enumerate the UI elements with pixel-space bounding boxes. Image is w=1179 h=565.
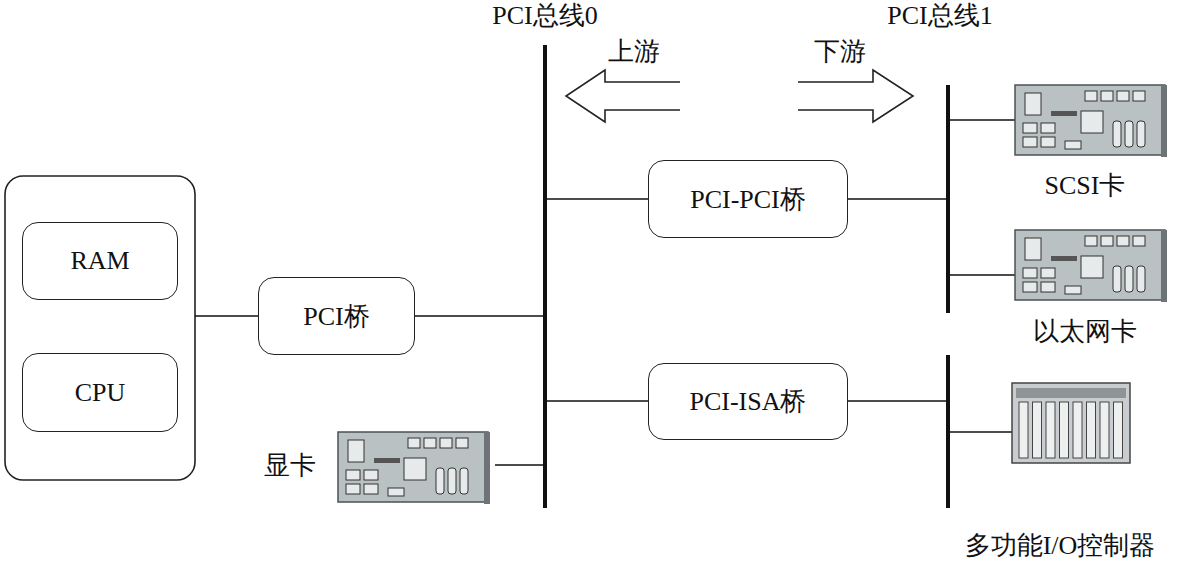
diagram-label: SCSI卡 — [1043, 172, 1128, 201]
box-label: PCI桥 — [303, 299, 369, 334]
component-box: RAM — [22, 222, 178, 300]
diagram-label: 下游 — [812, 38, 868, 67]
diagram-label: 以太网卡 — [1031, 318, 1139, 347]
diagram-label: PCI总线1 — [885, 2, 994, 31]
box-label: PCI-ISA桥 — [689, 384, 806, 419]
component-box: PCI-ISA桥 — [648, 363, 848, 440]
box-label: RAM — [70, 246, 129, 276]
box-label: PCI-PCI桥 — [690, 182, 806, 217]
diagram-label: 显卡 — [262, 452, 318, 481]
component-box: PCI桥 — [258, 277, 415, 355]
diagram-label: 多功能I/O控制器 — [963, 532, 1158, 561]
box-label: CPU — [75, 378, 126, 408]
diagram-label: PCI总线0 — [490, 2, 599, 31]
component-box: CPU — [22, 353, 178, 432]
diagram-label: 上游 — [606, 38, 662, 67]
component-box: PCI-PCI桥 — [648, 160, 848, 238]
